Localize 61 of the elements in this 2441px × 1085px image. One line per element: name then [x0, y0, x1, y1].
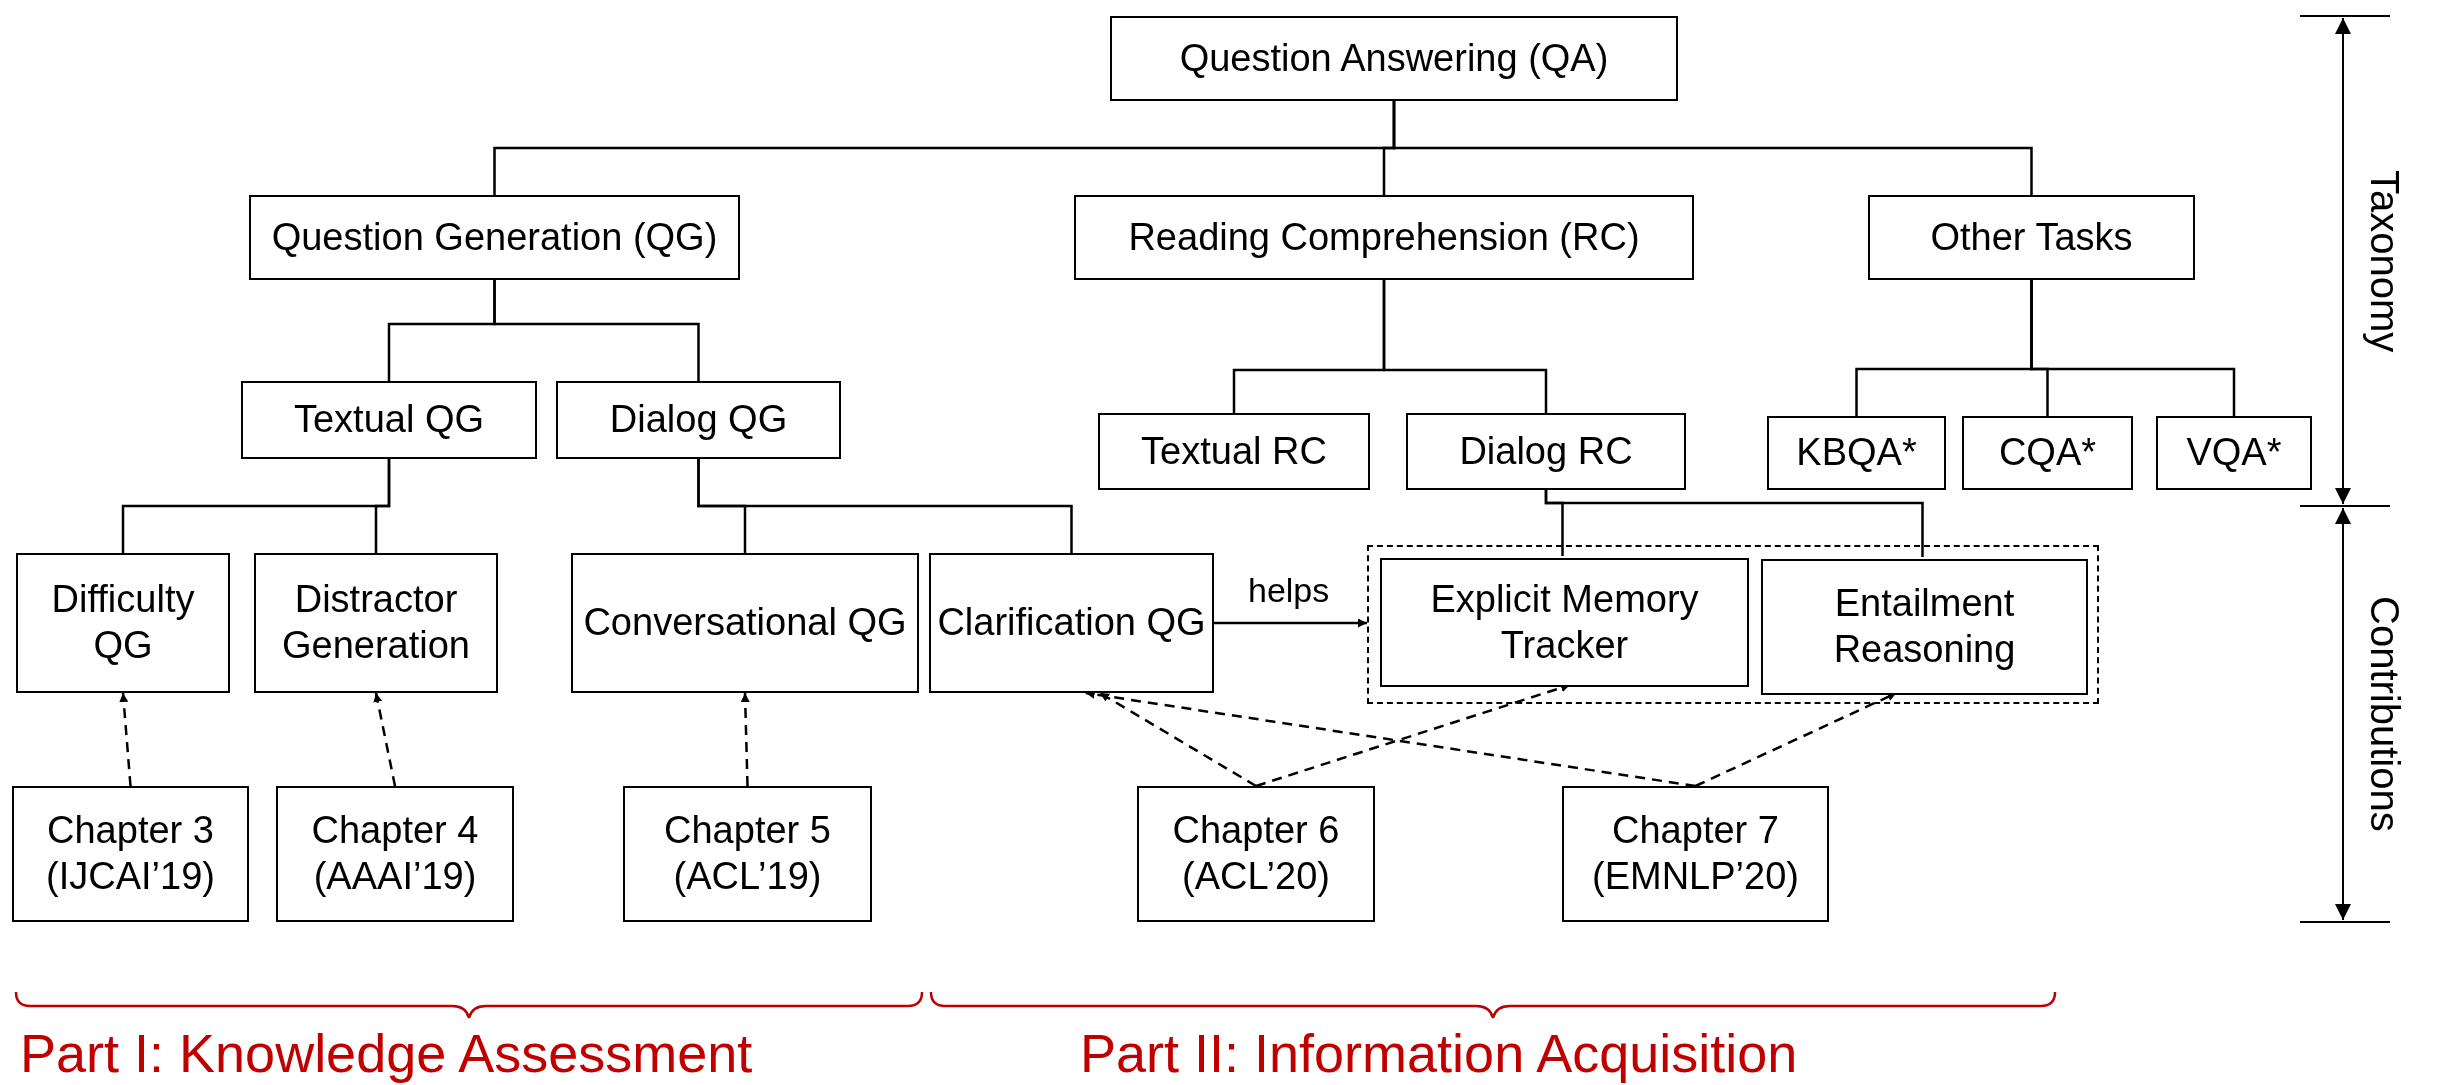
- dashed-arrow: [740, 692, 750, 787]
- node-label: Conversational QG: [583, 600, 907, 646]
- arrow: [1214, 618, 1367, 628]
- node-label: Chapter 5 (ACL’19): [663, 808, 832, 899]
- section-label: Contributions: [2362, 596, 2407, 832]
- node-box: [623, 786, 872, 922]
- node-label: Dialog RC: [1459, 428, 1633, 474]
- dashed-arrow: [373, 692, 397, 787]
- node-box: [1110, 16, 1678, 101]
- node-box: [254, 553, 498, 693]
- node-box: [1074, 195, 1694, 280]
- node-label: Chapter 4 (AAAI’19): [310, 808, 480, 899]
- dashed-group-box: [1367, 545, 2099, 704]
- node-box: [249, 195, 740, 280]
- connector-line: [1544, 490, 1924, 557]
- node-box: [1761, 559, 2088, 695]
- connector-line: [374, 459, 391, 553]
- node-label: Other Tasks: [1930, 214, 2133, 260]
- connector-line: [493, 280, 700, 381]
- node-box: [1962, 416, 2133, 490]
- node-box: [929, 553, 1214, 693]
- node-label: Reading Comprehension (RC): [1128, 214, 1640, 260]
- node-label: Chapter 7 (EMNLP’20): [1591, 808, 1800, 899]
- node-label: KBQA*: [1796, 430, 1917, 476]
- node-box: [2156, 416, 2312, 490]
- node-box: [1098, 413, 1370, 490]
- node-box: [1767, 416, 1946, 490]
- node-box: [16, 553, 230, 693]
- node-box: [1562, 786, 1829, 922]
- node-label: Question Generation (QG): [271, 214, 718, 260]
- node-label: Textual QG: [293, 397, 485, 443]
- part-title: Part II: Information Acquisition: [1080, 1022, 1798, 1084]
- node-box: [1380, 558, 1749, 687]
- part-title: Part I: Knowledge Assessment: [20, 1022, 753, 1084]
- node-label: Textual RC: [1141, 428, 1327, 474]
- node-box: [1868, 195, 2195, 280]
- node-label: Question Answering (QA): [1179, 35, 1609, 81]
- node-box: [556, 381, 841, 459]
- node-label: Distractor Generation: [281, 577, 471, 668]
- dashed-arrow: [1099, 691, 1257, 788]
- node-box: [1137, 786, 1375, 922]
- node-label: Difficulty QG: [50, 577, 196, 668]
- node-label: Clarification QG: [937, 600, 1206, 646]
- node-box: [1406, 413, 1686, 490]
- connector-line: [697, 459, 1073, 553]
- node-label: Dialog QG: [609, 397, 788, 443]
- node-box: [571, 553, 919, 693]
- dashed-arrow: [119, 692, 132, 787]
- node-box: [241, 381, 537, 459]
- node-label: VQA*: [2186, 430, 2282, 476]
- connector-line: [2030, 280, 2236, 416]
- connector-line: [1382, 280, 1548, 413]
- node-label: Entailment Reasoning: [1832, 581, 2017, 672]
- node-label: CQA*: [1998, 430, 2097, 476]
- node-label: Chapter 6 (ACL’20): [1171, 808, 1341, 899]
- section-label: Taxonomy: [2362, 170, 2407, 353]
- node-box: [12, 786, 249, 922]
- connector-line: [1392, 101, 2033, 195]
- node-label: Chapter 3 (IJCAI’19): [45, 808, 216, 899]
- node-box: [276, 786, 514, 922]
- node-label: Explicit Memory Tracker: [1429, 576, 1700, 668]
